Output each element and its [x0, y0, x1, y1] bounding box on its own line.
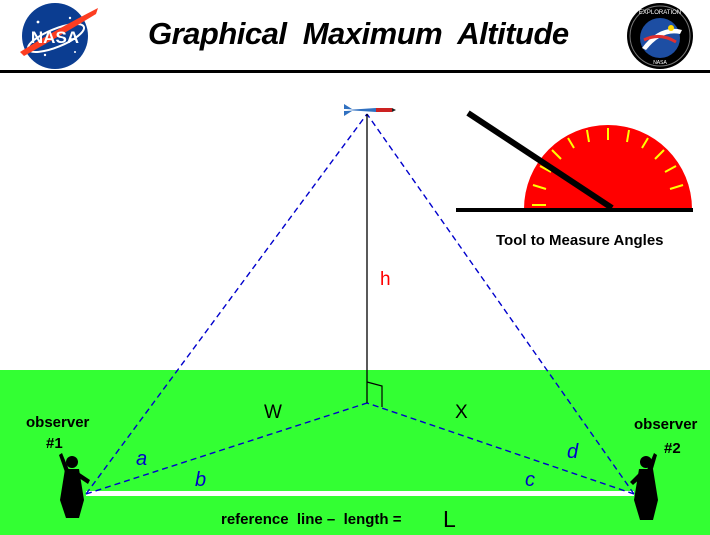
distance-w-label: W: [264, 402, 282, 423]
protractor-icon: [456, 110, 693, 212]
reference-length-symbol: L: [443, 506, 456, 532]
reference-line-label: reference line – length =: [221, 511, 406, 528]
distance-x-label: X: [455, 402, 468, 423]
observer1-icon: [59, 453, 90, 518]
observer2-icon: [630, 453, 658, 520]
rocket-icon: [344, 104, 396, 116]
height-label: h: [380, 269, 391, 290]
nasa-logo: NASA: [20, 3, 98, 69]
page-title: Graphical Maximum Altitude: [148, 16, 569, 51]
reference-line: [86, 491, 634, 496]
protractor-sight-arm: [466, 110, 614, 211]
angle-d-label: d: [567, 441, 579, 463]
header-divider: [0, 70, 710, 73]
angle-a-label: a: [136, 448, 147, 470]
observer2-label-line1: observer: [634, 416, 698, 433]
sight-line-observer1-rocket: [85, 113, 368, 495]
observer2-label-line2: #2: [664, 440, 681, 457]
tool-caption: Tool to Measure Angles: [496, 232, 664, 249]
header-graphics: NASA EXPLORATION NASA: [20, 3, 693, 69]
ground: [0, 370, 710, 535]
exploration-seal: EXPLORATION NASA: [627, 3, 693, 69]
observer1-label-line2: #1: [46, 435, 63, 452]
protractor-ticks: [532, 128, 684, 206]
angle-b-label: b: [195, 469, 206, 491]
sight-lines: [85, 113, 635, 495]
sight-line-observer2-base: [366, 402, 635, 495]
observer1-label-line1: observer: [26, 414, 90, 431]
header: NASA EXPLORATION NASA Graphical Maximum …: [0, 0, 710, 74]
right-angle-marker: [366, 381, 383, 407]
sight-line-observer2-rocket: [366, 113, 635, 495]
nasa-logo-text: NASA: [31, 28, 79, 47]
seal-ring-text: EXPLORATION: [639, 10, 681, 16]
seal-bottom-text: NASA: [653, 60, 667, 66]
angle-c-label: c: [525, 469, 535, 491]
